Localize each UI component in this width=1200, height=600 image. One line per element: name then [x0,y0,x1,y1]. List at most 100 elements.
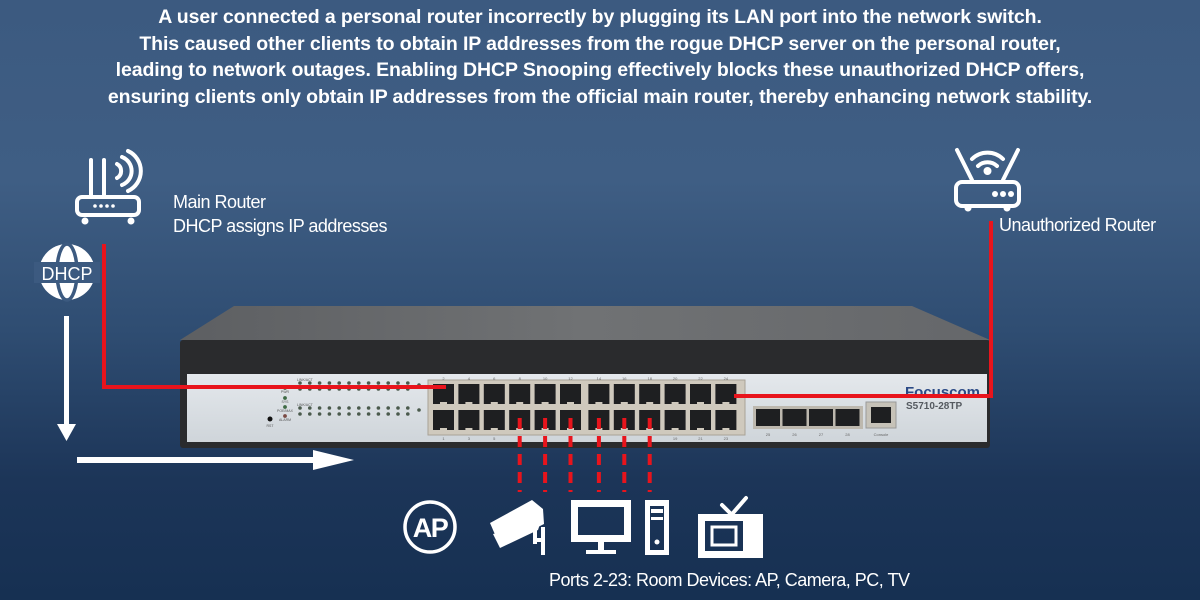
port-number-bottom: 21 [698,436,703,441]
port-number-bottom: 1 [442,436,445,441]
port-latch [722,402,730,405]
port-number-top: 12 [568,376,573,381]
port-led [298,381,302,385]
port-number-top: 2 [442,376,445,381]
dhcp-label: DHCP [41,264,92,284]
ethernet-port-top [690,384,711,404]
reset-label: RST [267,424,275,428]
ethernet-port-bottom [433,410,454,430]
down-arrow-icon [57,316,76,441]
console-port [871,407,891,423]
port-led [327,381,332,385]
dhcp-globe-icon: DHCP [34,242,100,302]
port-latch [516,428,524,431]
sfp-port-number: 28 [845,432,850,437]
ethernet-port-top [560,384,581,404]
port-latch [440,402,447,405]
poe-led [357,412,361,416]
port-led [396,381,400,385]
ethernet-port-bottom [690,410,711,430]
unauthorized-router-icon [954,148,1021,212]
ethernet-port-bottom [664,410,686,430]
port-latch [697,428,704,431]
ethernet-port-top [509,384,531,404]
poe-led [376,412,381,416]
status-led-label: POE/MAX [277,409,294,413]
status-led [283,405,287,409]
poe-led [337,412,342,416]
port-latch [567,402,574,405]
desktop-pc-icon [571,500,669,555]
poe-led [317,412,322,416]
port-number-bottom: 19 [673,436,678,441]
port-latch [490,402,498,405]
port-latch [516,402,524,405]
unauthorized-router-title: Unauthorized Router [999,215,1156,235]
switch-top [180,306,990,340]
ethernet-port-top [534,384,556,404]
poe-led [396,412,400,416]
main-router-icon [75,149,143,225]
status-led-label: SYS [281,400,289,404]
main-router-title: Main Router [173,192,266,212]
status-led-label: PWR [281,390,290,394]
port-led [366,406,371,410]
port-number-top: 20 [673,376,678,381]
right-arrow-icon [77,450,354,470]
port-led [357,406,361,410]
port-led [376,406,381,410]
reset-button [267,416,273,422]
port-latch [567,428,574,431]
port-led [317,406,322,410]
ethernet-port-bottom [715,410,737,430]
port-led [347,381,351,385]
ethernet-port-top [664,384,686,404]
unauthorized-router-leds [992,191,1014,197]
port-led [386,406,391,410]
ethernet-port-top [613,384,635,404]
devices-caption: Ports 2-23: Room Devices: AP, Camera, PC… [549,570,910,590]
port-led [308,406,312,410]
port-number-top: 18 [647,376,652,381]
port-led [376,381,381,385]
access-point-icon: AP [403,500,457,554]
tv-icon [698,496,763,558]
poe-led [308,412,312,416]
port-led [406,381,410,385]
sfp-port [756,409,780,426]
sfp-port [782,409,807,426]
status-led-label: ALARM [279,418,291,422]
headline: A user connected a personal router incor… [0,4,1200,110]
port-number-bottom: 3 [468,436,471,441]
port-number-top: 6 [493,376,496,381]
headline-line: leading to network outages. Enabling DHC… [115,59,1085,81]
router-leds [93,204,115,208]
port-number-top: 8 [519,376,522,381]
poe-led [406,412,410,416]
port-latch [671,428,679,431]
port-latch [646,402,654,405]
port-latch [697,402,704,405]
ethernet-port-top [639,384,661,404]
ethernet-port-top [483,384,505,404]
poe-led [298,412,302,416]
port-led [396,406,400,410]
ethernet-port-top [588,384,610,404]
port-led [406,406,410,410]
port-led [317,381,322,385]
port-latch [541,402,549,405]
switch-model: S5710-28TP [906,401,962,412]
unauthorized-router-cable [734,221,993,398]
port-latch [490,428,498,431]
headline-line: ensuring clients only obtain IP addresse… [107,85,1093,108]
port-number-top: 24 [724,376,729,381]
port-led [308,381,312,385]
sfp-port [809,409,833,426]
port-latch [620,428,628,431]
status-led [283,396,287,400]
port-led [366,381,371,385]
port-led [327,406,332,410]
headline-line: This caused other clients to obtain IP a… [139,32,1061,55]
